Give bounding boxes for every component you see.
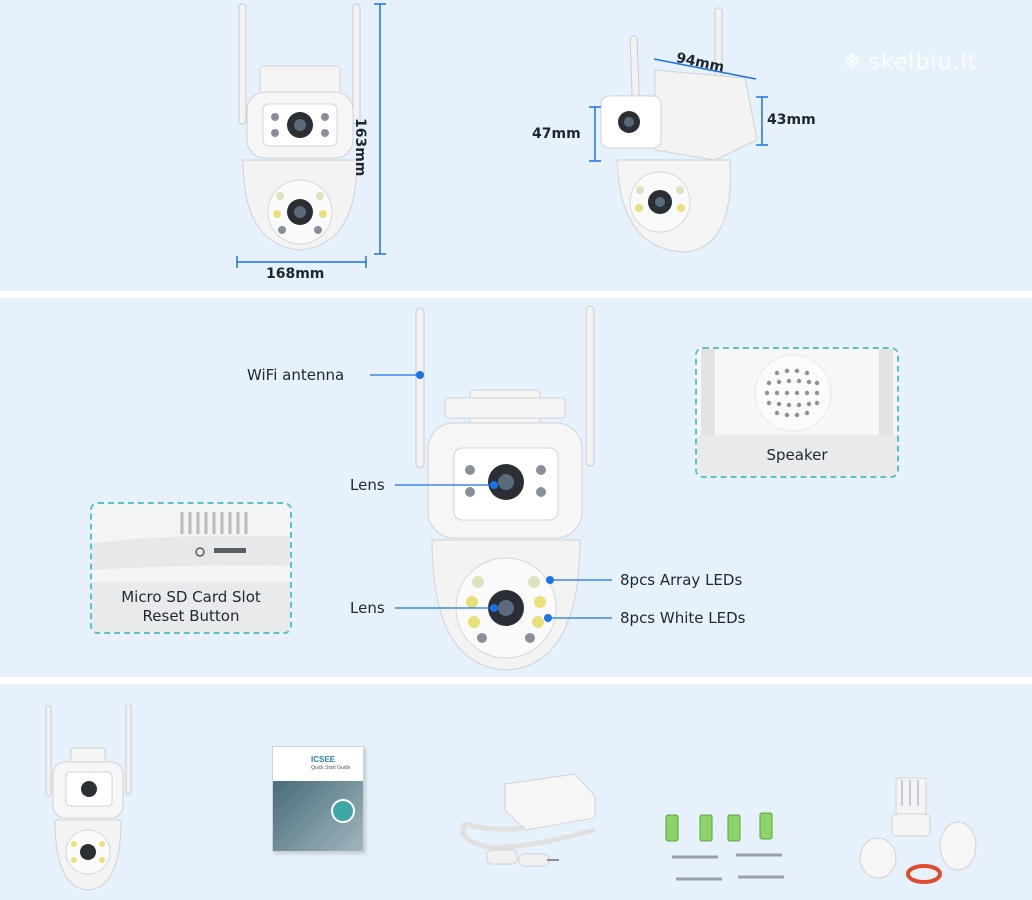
package-camera [45, 703, 132, 891]
sd-card-slot-image [92, 504, 290, 594]
guide-brand: ICSEE [311, 755, 336, 764]
lens-top-label: Lens [350, 476, 385, 494]
guide-camera-icon [331, 799, 355, 823]
wifi-antenna-label: WiFi antenna [247, 366, 345, 384]
camera-front-view [238, 3, 361, 251]
speaker-inset: Speaker [695, 347, 899, 478]
sd-slot-line1: Micro SD Card Slot [121, 588, 261, 606]
sd-card-caption: Micro SD Card Slot Reset Button [92, 582, 290, 632]
reset-button-line: Reset Button [142, 607, 240, 625]
guide-subtitle: Quick Start Guide [311, 765, 351, 771]
power-adapter [460, 773, 596, 867]
depth-dimension-line [653, 58, 757, 80]
screws-and-anchors [665, 812, 784, 881]
width-dimension-line [236, 256, 367, 268]
array-leds-label: 8pcs Array LEDs [620, 571, 743, 589]
speaker-caption: Speaker [697, 435, 897, 476]
height-label: 163mm [352, 118, 368, 177]
snowflake-icon: ❄ [843, 50, 863, 75]
upper-height-label: 47mm [532, 126, 581, 142]
speaker-grille [697, 349, 897, 439]
width-label: 168mm [266, 266, 325, 282]
mount-height-label: 43mm [767, 112, 816, 128]
mount-height-dimension-line [756, 96, 768, 146]
white-leds-label: 8pcs White LEDs [620, 609, 746, 627]
height-dimension-line [374, 3, 386, 255]
camera-angled-view [600, 7, 758, 253]
callout-lines [370, 371, 612, 622]
features-panel: WiFi antenna Lens Lens 8pcs Array LEDs 8… [0, 298, 1032, 677]
watermark: ❄ skelbiu.lt [843, 50, 978, 75]
upper-height-dimension-line [589, 106, 601, 162]
package-contents-panel: ICSEE Quick Start Guide [0, 684, 1032, 900]
lens-bottom-label: Lens [350, 599, 385, 617]
sd-card-inset: Micro SD Card Slot Reset Button [90, 502, 292, 634]
quick-start-guide: ICSEE Quick Start Guide [272, 746, 364, 852]
dimensions-panel: ❄ skelbiu.lt 163mm 168mm [0, 0, 1032, 291]
waterproof-kit [859, 777, 977, 884]
camera-feature-view [415, 305, 595, 671]
